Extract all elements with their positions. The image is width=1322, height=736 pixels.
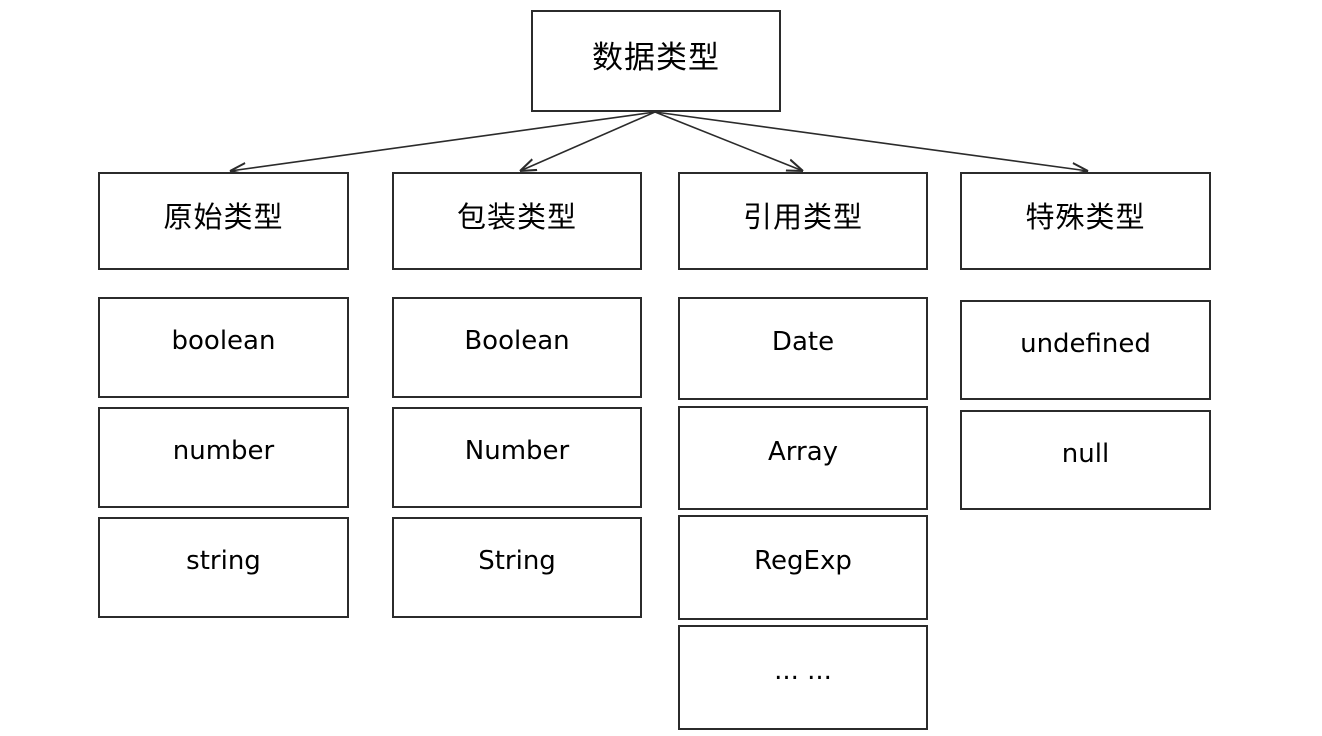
node-leaf-regexp-label: RegExp <box>754 546 852 577</box>
edge-root-to-wrapper <box>520 111 656 171</box>
node-leaf-boolean-label: boolean <box>171 326 276 357</box>
node-leaf-array: Array <box>678 406 928 510</box>
node-root-data-types: 数据类型 <box>531 10 781 112</box>
node-leaf-string-label: string <box>186 546 261 577</box>
node-leaf-boolean-wrapper-label: Boolean <box>464 326 570 357</box>
node-category-special-label: 特殊类型 <box>1025 200 1146 235</box>
node-leaf-undefined-label: undefined <box>1020 328 1151 359</box>
node-leaf-number-wrapper-label: Number <box>464 436 570 467</box>
node-leaf-boolean-wrapper: Boolean <box>392 297 642 398</box>
edge-root-to-special <box>654 111 1088 171</box>
node-leaf-ellipsis-label: ... ... <box>774 656 832 687</box>
node-leaf-array-label: Array <box>767 436 839 467</box>
node-root-label: 数据类型 <box>592 39 720 76</box>
node-leaf-date: Date <box>678 297 928 400</box>
node-category-wrapper: 包装类型 <box>392 172 642 270</box>
node-category-wrapper-label: 包装类型 <box>456 200 577 235</box>
node-category-special: 特殊类型 <box>960 172 1211 270</box>
node-leaf-undefined: undefined <box>960 300 1211 400</box>
node-category-primitive-label: 原始类型 <box>163 200 284 235</box>
node-leaf-date-label: Date <box>771 327 835 358</box>
node-leaf-null-label: null <box>1061 438 1110 469</box>
node-leaf-string: string <box>98 517 349 618</box>
node-leaf-string-wrapper: String <box>392 517 642 618</box>
node-leaf-number: number <box>98 407 349 508</box>
node-leaf-string-wrapper-label: String <box>478 546 556 577</box>
edge-root-to-reference <box>654 111 803 171</box>
node-category-primitive: 原始类型 <box>98 172 349 270</box>
node-leaf-null: null <box>960 410 1211 510</box>
node-leaf-number-wrapper: Number <box>392 407 642 508</box>
node-category-reference-label: 引用类型 <box>742 200 863 235</box>
edge-root-to-primitive <box>230 111 656 171</box>
node-leaf-ellipsis: ... ... <box>678 625 928 730</box>
node-leaf-number-label: number <box>172 436 275 467</box>
node-leaf-boolean: boolean <box>98 297 349 398</box>
node-leaf-regexp: RegExp <box>678 515 928 620</box>
node-category-reference: 引用类型 <box>678 172 928 270</box>
